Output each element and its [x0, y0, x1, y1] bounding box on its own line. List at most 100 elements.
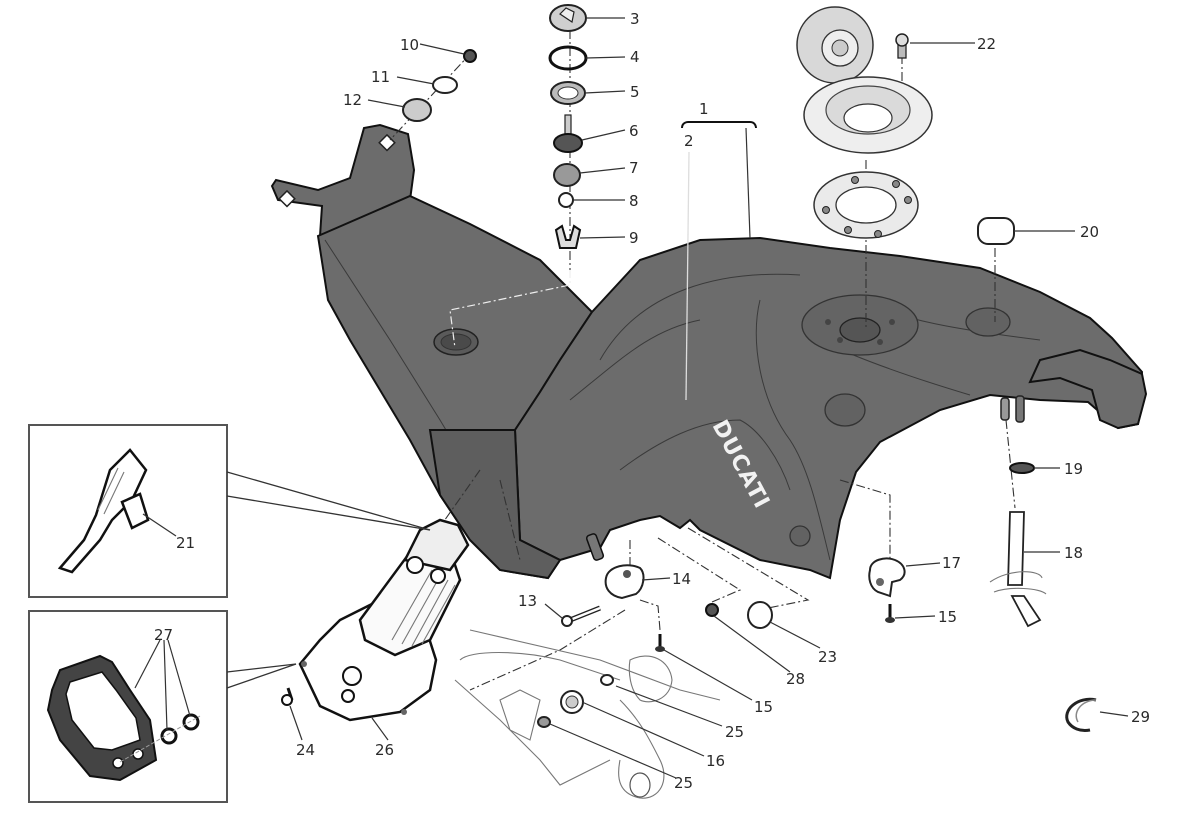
- callout-5: 5: [630, 83, 640, 101]
- tank-underside: [428, 429, 562, 580]
- gasket-hole: [874, 230, 882, 238]
- callout-17: 17: [942, 554, 961, 572]
- breather-assembly: [989, 419, 1047, 628]
- callout-14: 14: [672, 570, 691, 588]
- clamp-inner: [1075, 699, 1097, 723]
- frame-outline: [454, 629, 721, 799]
- callout-12: 12: [343, 91, 362, 109]
- hose-break: [993, 587, 1047, 595]
- filler-cap-keyhole: [831, 39, 849, 57]
- gasket-hole: [851, 176, 859, 184]
- callout-bracket-1: [681, 121, 757, 129]
- assembly-axis: [119, 715, 201, 763]
- filler-bolt-hole: [889, 319, 895, 325]
- gasket-opening: [65, 671, 141, 751]
- hose-end: [1010, 595, 1042, 628]
- bracket-hole: [278, 189, 296, 208]
- screw-head: [281, 694, 293, 706]
- hose-break: [989, 571, 1043, 583]
- part-19-clip: [1009, 462, 1035, 474]
- inset-pointer: [226, 663, 297, 689]
- breather-pipe: [1000, 397, 1010, 421]
- part-6-valve: [553, 133, 583, 153]
- part-27-washer-b: [182, 713, 200, 731]
- callout-21: 21: [176, 534, 195, 552]
- fuel-tank: DUCATI: [270, 123, 1148, 580]
- callout-18: 18: [1064, 544, 1083, 562]
- callout-1: 1: [699, 100, 709, 118]
- filler-bolt-hole: [837, 337, 843, 343]
- gasket-hole: [132, 748, 144, 760]
- washer-hole: [557, 86, 579, 100]
- gasket-hole: [112, 757, 124, 769]
- screw-head: [895, 33, 909, 47]
- part-4-circlip: [548, 45, 588, 71]
- part-8-oring: [558, 192, 574, 208]
- tank-side-port: [824, 393, 866, 427]
- filler-gasket-hole: [835, 186, 897, 224]
- filler-opening: [839, 317, 881, 343]
- callout-7: 7: [629, 159, 639, 177]
- screw-head: [561, 615, 573, 627]
- part-25-rubber-a: [600, 674, 614, 686]
- flange-bolt-hole: [401, 709, 407, 715]
- inset-pointer: [226, 495, 431, 531]
- bracket-hole: [623, 570, 631, 578]
- filler-bolt-hole: [825, 319, 831, 325]
- part-20-plug: [977, 217, 1015, 245]
- leader-lines: [134, 17, 1129, 779]
- callout-29: 29: [1131, 708, 1150, 726]
- screw-shank: [569, 606, 601, 622]
- callout-6: 6: [629, 122, 639, 140]
- callout-4: 4: [630, 48, 640, 66]
- part-17-bracket: [868, 557, 906, 598]
- filler-bolt-hole: [877, 339, 883, 345]
- screw-head: [655, 646, 665, 652]
- part-6-stem: [564, 114, 572, 136]
- filler-cap-neck: [843, 103, 893, 133]
- inset-21: [28, 424, 431, 598]
- tank-mount-boss: [789, 525, 811, 547]
- callout-26: 26: [375, 741, 394, 759]
- callout-10: 10: [400, 36, 419, 54]
- part-11-washer: [432, 76, 458, 94]
- part-27-washer-a: [160, 727, 178, 745]
- part-25-rubber-b: [537, 716, 551, 728]
- pump-port: [430, 568, 446, 584]
- inset-pointer: [226, 663, 297, 673]
- callout-20: 20: [1080, 223, 1099, 241]
- callout-28: 28: [786, 670, 805, 688]
- flange-bolt-hole: [301, 661, 307, 667]
- tank-mount-assembly: [469, 527, 810, 691]
- part-12-grommet: [402, 98, 432, 122]
- cap-grip: [559, 7, 575, 23]
- callout-13: 13: [518, 592, 537, 610]
- part-18-hose: [1007, 511, 1025, 586]
- part-9-clip: [554, 224, 582, 249]
- pump-port: [406, 556, 424, 574]
- inset-pointer: [226, 471, 431, 531]
- callout-15-left: 15: [754, 698, 773, 716]
- part-21-harness: [57, 448, 148, 574]
- tank-seam: [569, 319, 701, 401]
- part-28-nut: [705, 603, 719, 617]
- part-7-seal: [553, 163, 581, 187]
- callout-23: 23: [818, 648, 837, 666]
- callout-19: 19: [1064, 460, 1083, 478]
- callout-8: 8: [629, 192, 639, 210]
- pump-connector: [341, 689, 355, 703]
- assembly-axis: [449, 270, 571, 349]
- tank-seam: [619, 419, 791, 491]
- tank-seam: [599, 273, 801, 361]
- frame-tube-end: [629, 772, 651, 798]
- part-10-screw: [463, 49, 477, 63]
- callout-11: 11: [371, 68, 390, 86]
- callout-15-right: 15: [938, 608, 957, 626]
- tank-side-port: [965, 307, 1011, 337]
- gasket-hole: [892, 180, 900, 188]
- callout-25-lower: 25: [674, 774, 693, 792]
- callout-27: 27: [154, 626, 173, 644]
- callout-3: 3: [630, 10, 640, 28]
- callout-labels: 1 2 3 4 5 6 7 8 9 10 11 12 13 14 15 15 1…: [154, 10, 1150, 792]
